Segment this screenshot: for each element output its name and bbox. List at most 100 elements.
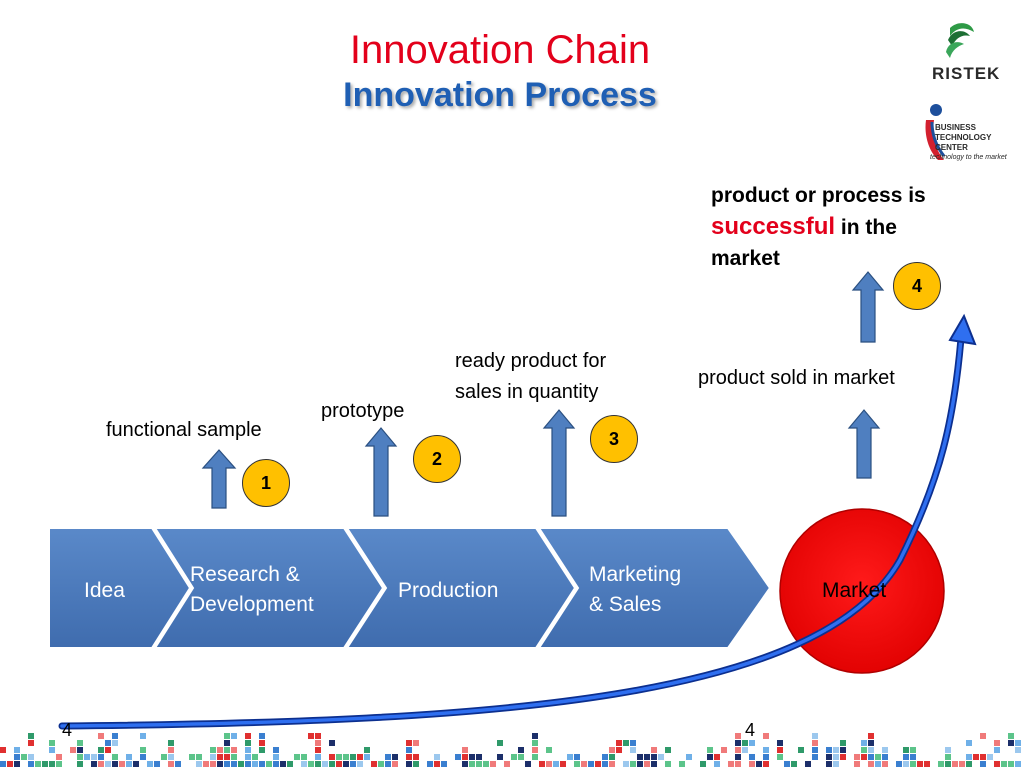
footer-pixel — [273, 747, 279, 753]
footer-pixel — [546, 761, 552, 767]
footer-pixel — [882, 754, 888, 760]
btc-logo-icon — [925, 104, 946, 160]
footer-pixel — [224, 754, 230, 760]
footer-pixel — [826, 754, 832, 760]
footer-pixel — [462, 754, 468, 760]
page-number-right: 4 — [745, 720, 756, 740]
milestone-note-3-line-1: ready product for — [455, 350, 607, 372]
footer-pixel — [273, 761, 279, 767]
footer-pixel — [994, 761, 1000, 767]
ristek-logo-text: RISTEK — [932, 64, 1001, 83]
footer-pixel — [644, 754, 650, 760]
footer-pixel — [945, 761, 951, 767]
footer-pixel — [644, 761, 650, 767]
stage-label-marketing: Marketing & Sales — [589, 560, 681, 620]
footer-pixel — [98, 754, 104, 760]
footer-pixel — [350, 761, 356, 767]
footer-pixel — [91, 761, 97, 767]
footer-pixel — [210, 747, 216, 753]
footer-pixel — [532, 754, 538, 760]
footer-pixel — [441, 761, 447, 767]
footer-pixel — [609, 747, 615, 753]
footer-pixel — [686, 754, 692, 760]
footer-pixel — [245, 747, 251, 753]
footer-pixel — [287, 761, 293, 767]
footer-pixel — [1001, 761, 1007, 767]
footer-pixel — [525, 761, 531, 767]
footer-pixel — [630, 761, 636, 767]
up-arrow-2 — [364, 427, 398, 517]
footer-pixel — [14, 761, 20, 767]
footer-pixel — [763, 754, 769, 760]
footer-pixel — [980, 761, 986, 767]
footer-pixel — [910, 747, 916, 753]
footer-pixel — [224, 761, 230, 767]
footer-pixel — [658, 754, 664, 760]
footer-pixel — [707, 754, 713, 760]
footer-pixel — [343, 754, 349, 760]
footer-pixel — [168, 740, 174, 746]
footer-pixel — [840, 747, 846, 753]
footer-pixel — [665, 761, 671, 767]
footer-pixel — [28, 754, 34, 760]
footer-pixel — [504, 761, 510, 767]
footer-pixel — [7, 761, 13, 767]
footer-pixel — [791, 761, 797, 767]
success-note-line-2: successful in the — [711, 211, 1001, 243]
footer-pixel — [77, 761, 83, 767]
footer-pixel — [273, 754, 279, 760]
footer-pixel — [77, 747, 83, 753]
footer-pixel — [49, 761, 55, 767]
footer-pixel — [84, 754, 90, 760]
footer-pixel — [868, 761, 874, 767]
footer-pixel — [665, 747, 671, 753]
success-highlight: successful — [711, 213, 836, 240]
footer-pixel — [91, 754, 97, 760]
footer-pixel — [553, 761, 559, 767]
footer-pixel — [812, 747, 818, 753]
footer-pixel — [140, 754, 146, 760]
footer-pixel — [0, 761, 6, 767]
footer-pixel — [112, 740, 118, 746]
footer-pixel — [378, 761, 384, 767]
footer-pixel — [385, 761, 391, 767]
footer-pixel — [56, 761, 62, 767]
footer-pixel — [574, 754, 580, 760]
footer-pixel — [189, 754, 195, 760]
footer-pixel — [42, 761, 48, 767]
footer-pixel — [763, 733, 769, 739]
page-subtitle: Innovation Process — [343, 76, 657, 114]
footer-pixel — [168, 761, 174, 767]
footer-pixel — [28, 761, 34, 767]
footer-pixel — [245, 754, 251, 760]
footer-pixel — [168, 747, 174, 753]
footer-pixel — [840, 740, 846, 746]
footer-pixel — [245, 761, 251, 767]
footer-pixel — [315, 761, 321, 767]
footer-pixel — [966, 740, 972, 746]
page-title: Innovation Chain — [349, 28, 651, 72]
footer-pixel — [854, 754, 860, 760]
milestone-badge-4: 4 — [893, 262, 941, 310]
footer-pixel — [259, 761, 265, 767]
footer-pixel — [945, 747, 951, 753]
footer-pixel — [903, 747, 909, 753]
footer-pixel — [266, 761, 272, 767]
footer-pixel — [329, 754, 335, 760]
footer-pixel — [112, 754, 118, 760]
chevron-research — [153, 527, 385, 649]
footer-pixel — [973, 754, 979, 760]
footer-pixel — [924, 761, 930, 767]
footer-pixel — [231, 733, 237, 739]
footer-pixel — [217, 761, 223, 767]
footer-pixel — [231, 754, 237, 760]
footer-pixel — [406, 761, 412, 767]
footer-pixel — [217, 747, 223, 753]
footer-pixel — [161, 754, 167, 760]
footer-pixel — [77, 740, 83, 746]
footer-pixel — [749, 740, 755, 746]
stage-label-research-line-1: Research & — [190, 563, 300, 586]
footer-pixel — [413, 754, 419, 760]
milestone-note-2: prototype — [321, 400, 405, 422]
market-note: product sold in market — [698, 367, 895, 389]
